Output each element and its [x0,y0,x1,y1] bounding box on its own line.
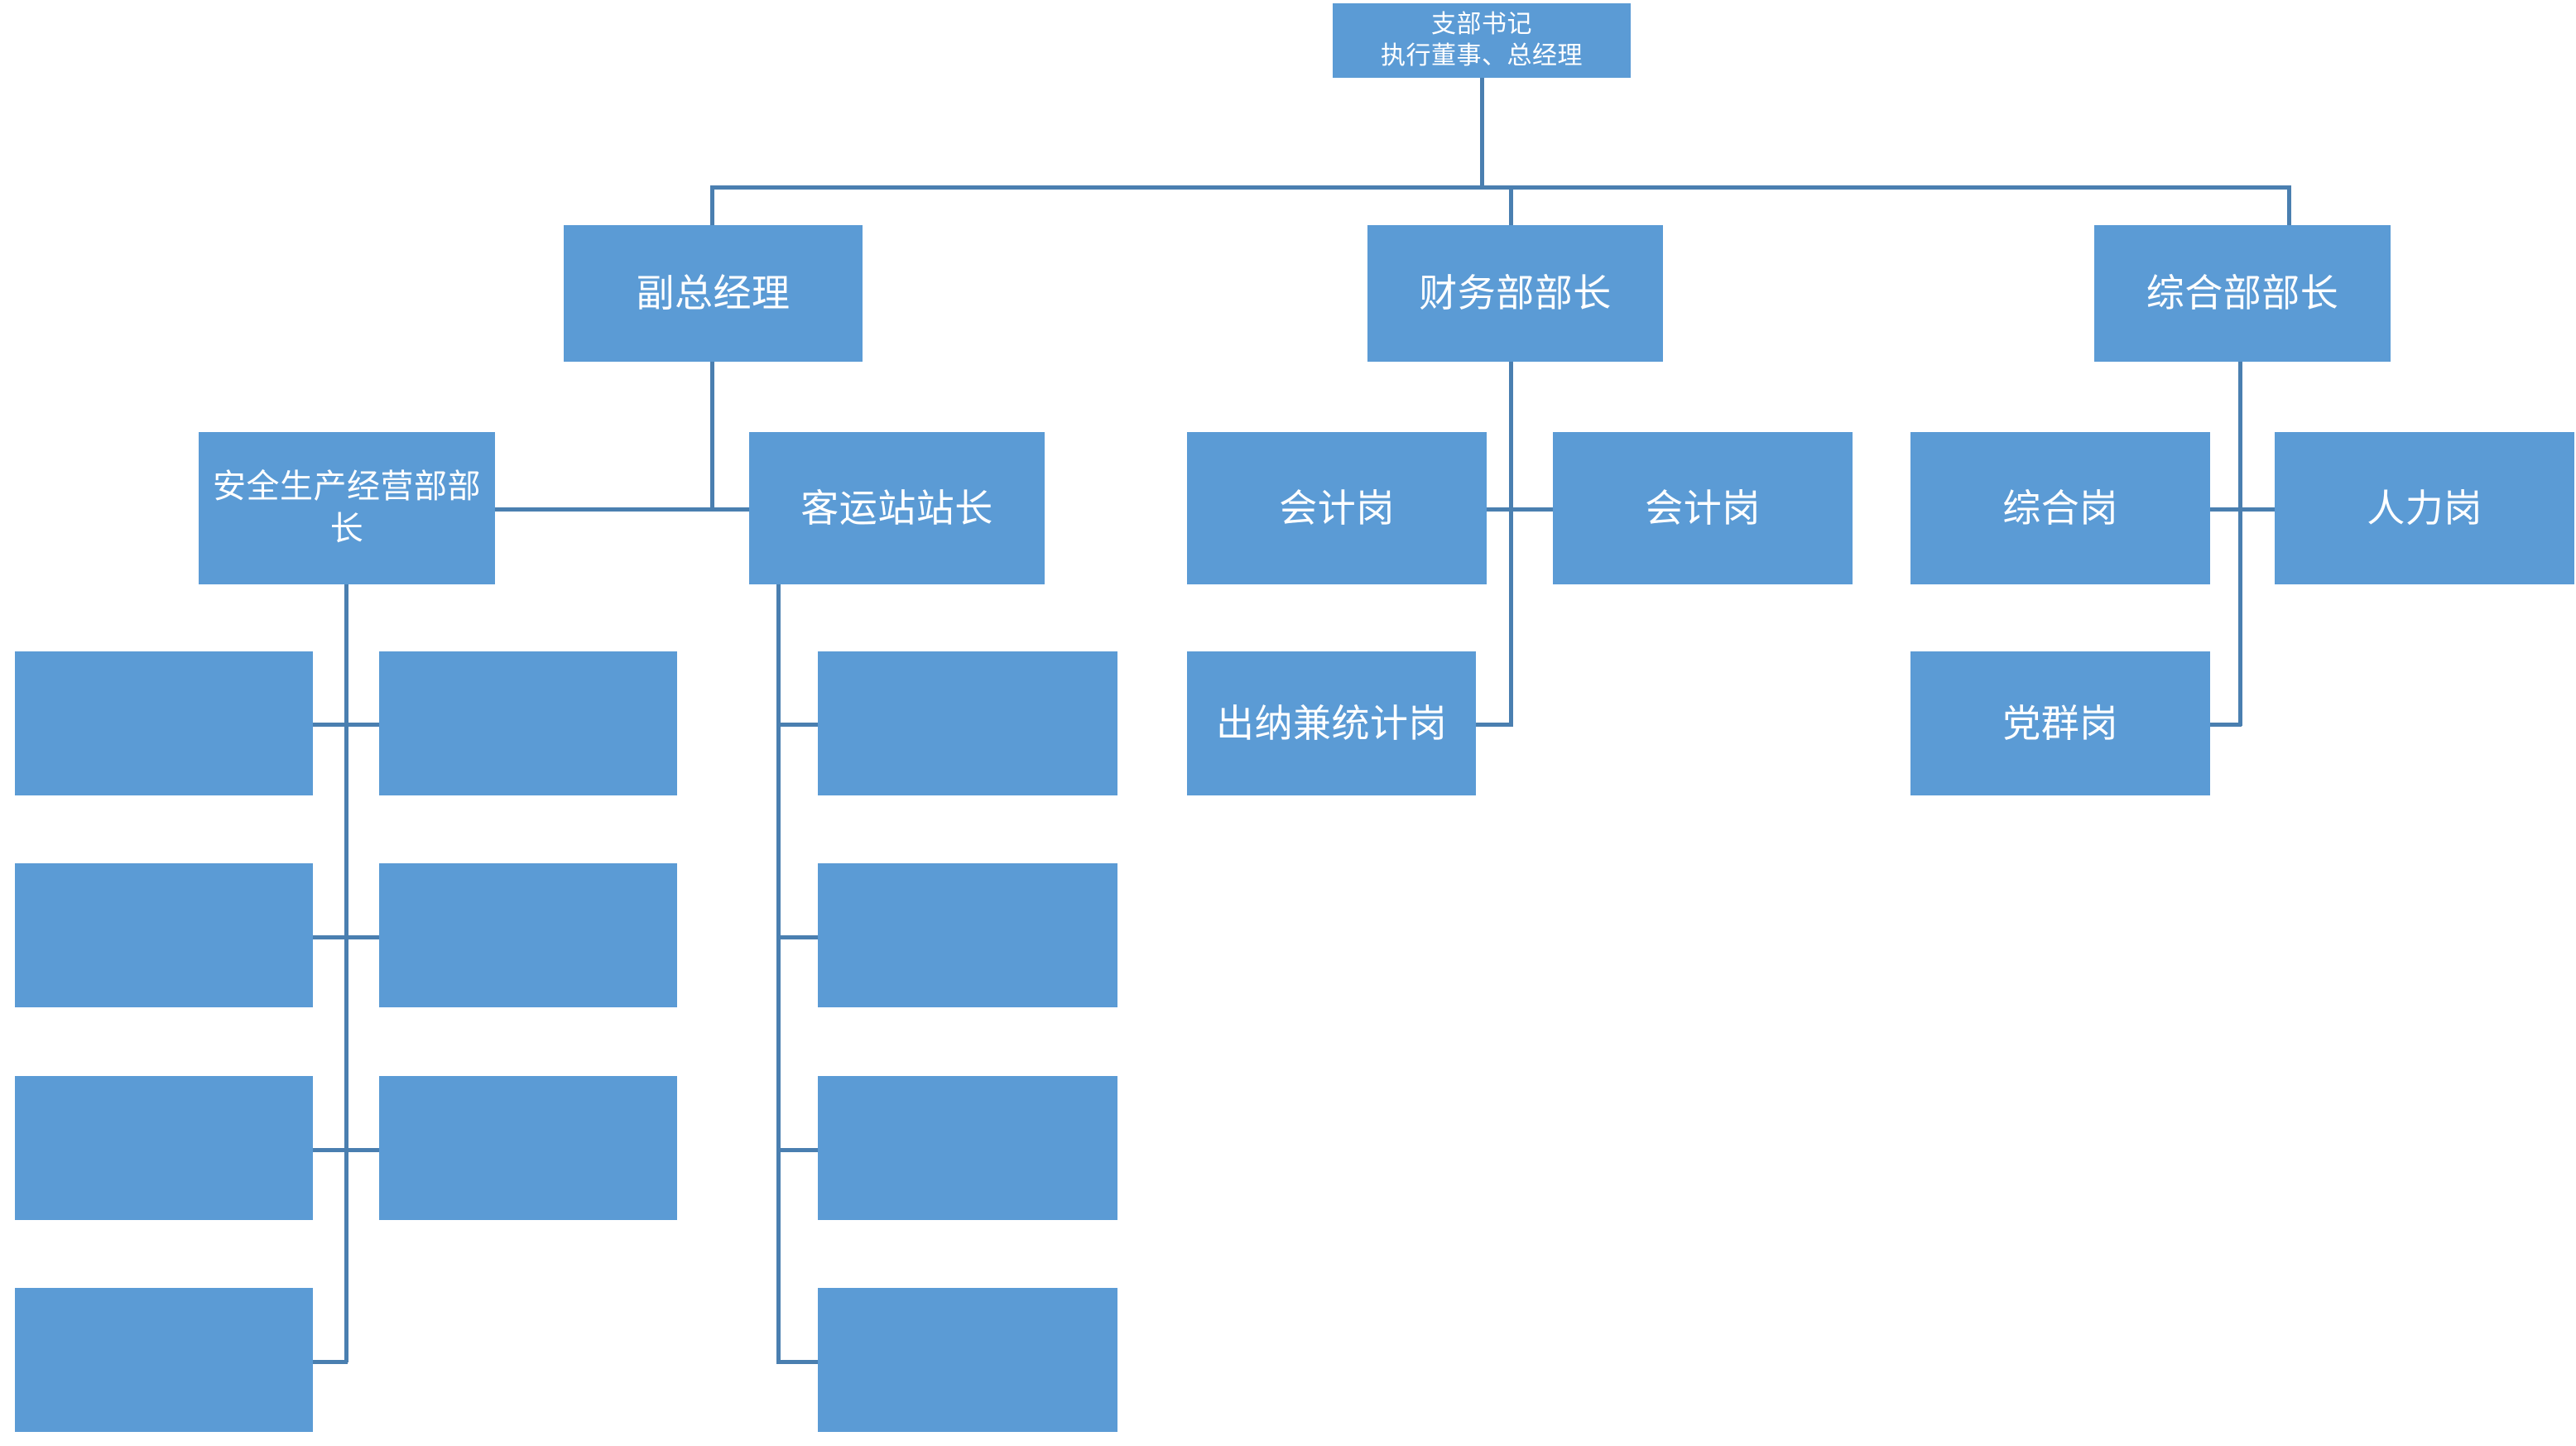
node-label: 综合部部长 [2146,271,2339,315]
connector-root-drop [1480,78,1484,187]
node-vehicle-safety-inspection[interactable] [818,1288,1117,1432]
node-label: 会计岗 [1645,486,1761,530]
node-label: 人力岗 [2367,486,2482,530]
node-gate-security-guard[interactable] [15,1288,313,1432]
node-general-department-head[interactable]: 综合部部长 [2094,225,2391,362]
node-label: 安全生产经营部部长 [213,468,481,547]
connector-safety-row2-right [344,935,379,939]
node-station-master[interactable]: 客运站站长 [749,432,1045,584]
connector-level2-bus [710,185,2291,190]
connector-station-spine [776,584,781,1362]
node-label: 财务部部长 [1419,271,1612,315]
node-label: 会计岗 [1279,486,1395,530]
node-ticket-seller[interactable] [818,863,1117,1007]
node-dynamic-monitor[interactable] [15,863,313,1007]
node-party-mass-work-post[interactable]: 党群岗 [1910,651,2210,795]
connector-safety-row3-right [344,1148,379,1152]
connector-deputy-gm-split [493,507,752,512]
connector-safety-row1-left [313,723,348,727]
connector-drop-finance-head [1509,185,1513,227]
node-label: 党群岗 [2002,701,2118,745]
node-general-affairs-post[interactable]: 综合岗 [1910,432,2210,584]
node-duty-station-master[interactable] [818,651,1117,795]
connector-finance-cashier [1476,723,1513,727]
node-accountant-post-1[interactable]: 会计岗 [1187,432,1487,584]
connector-safety-row3-left [313,1148,348,1152]
node-safety-production-department-head[interactable]: 安全生产经营部部长 [199,432,495,584]
node-deputy-general-manager[interactable]: 副总经理 [564,225,863,362]
node-human-resources-post[interactable]: 人力岗 [2275,432,2574,584]
node-safety-technician[interactable] [15,1076,313,1220]
node-label: 副总经理 [636,271,791,315]
connector-station-row3 [776,1148,818,1152]
node-office-clerk[interactable] [379,1076,677,1220]
connector-safety-row4-left [313,1360,348,1364]
node-accountant-post-2[interactable]: 会计岗 [1553,432,1853,584]
connector-safety-row2-left [313,935,348,939]
node-delin-bus-dispatcher[interactable] [379,651,677,795]
connector-finance-accountants [1487,507,1553,512]
node-party-secretary[interactable]: 支部书记 执行董事、总经理 [1333,3,1631,78]
connector-station-row4 [776,1360,818,1364]
node-label: 综合岗 [2002,486,2118,530]
connector-safety-row1-right [344,723,379,727]
node-jilin-bus-dispatcher[interactable] [15,651,313,795]
node-cashier-statistician-post[interactable]: 出纳兼统计岗 [1187,651,1476,795]
connector-drop-deputy-gm [710,185,714,227]
connector-station-row1 [776,723,818,727]
connector-drop-general-head [2287,185,2291,227]
connector-station-row2 [776,935,818,939]
node-label: 出纳兼统计岗 [1216,701,1447,745]
connector-deputy-gm-spine [710,362,714,509]
node-delin-bus-charger[interactable] [379,863,677,1007]
connector-general-spine [2238,362,2242,726]
connector-finance-spine [1509,362,1513,726]
connector-safety-spine [344,584,348,1362]
node-label-line2: 执行董事、总经理 [1381,42,1583,70]
connector-general-posts [2208,507,2275,512]
node-label-line1: 支部书记 [1431,10,1532,38]
node-baggage-security-check[interactable] [818,1076,1117,1220]
node-finance-department-head[interactable]: 财务部部长 [1367,225,1663,362]
node-label: 客运站站长 [800,486,993,530]
connector-general-party [2202,723,2242,727]
